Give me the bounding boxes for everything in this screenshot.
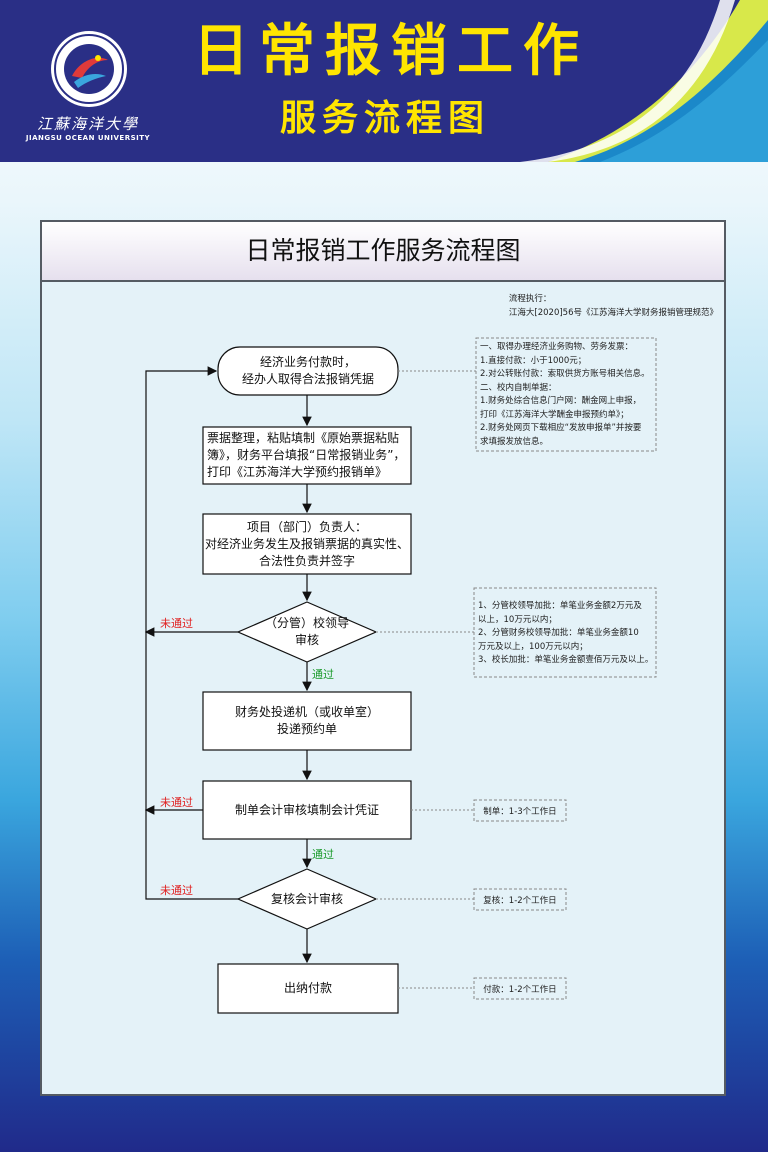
- flowchart-panel: 日常报销工作服务流程图 流程执行： 江海大[2020]56号《江苏海洋大学财务报…: [40, 220, 726, 1096]
- note-voucher-time: 制单：1-3个工作日: [483, 806, 557, 817]
- basis-label: 流程执行：: [508, 294, 552, 304]
- note-payment-time: 付款：1-2个工作日: [483, 984, 557, 995]
- step2-text: 票据整理，粘贴填制《原始票据粘贴簿》，财务平台填报“日常报销业务”，打印《江苏海…: [207, 431, 406, 479]
- fail-label-d2: 未通过: [160, 884, 193, 897]
- step4-text: 财务处投递机（或收单室） 投递预约单: [234, 705, 379, 736]
- flow-lines: [144, 337, 657, 1014]
- panel-title: 日常报销工作服务流程图: [245, 236, 521, 265]
- note-connectors: [376, 370, 476, 989]
- note-approval-limits: 1、分管校领导加批：单笔业务金额2万元及 以上，10万元以内； 2、分管财务校领…: [478, 601, 654, 665]
- fail-label-step5: 未通过: [160, 796, 193, 809]
- step3-text: 项目（部门）负责人： 对经济业务发生及报销票据的真实性、 合法性负责并签字: [204, 519, 409, 568]
- connector-lines: [144, 337, 657, 1014]
- step6-box: [217, 963, 399, 1014]
- step5-text: 制单会计审核填制会计凭证: [234, 802, 379, 817]
- banner-title-line2: 服务流程图: [279, 98, 490, 139]
- panel-header: 日常报销工作服务流程图: [42, 222, 724, 282]
- basis-document: 江海大[2020]56号《江苏海洋大学财务报销管理规范》: [508, 308, 718, 318]
- banner-swoosh: [520, 0, 768, 162]
- note-invoice-rules: 一、取得办理经济业务购物、劳务发票： 1.直接付款：小于1000元； 2.对公转…: [480, 342, 650, 447]
- university-logo: [51, 31, 127, 107]
- banner-title-line1: 日常报销工作: [193, 19, 589, 84]
- university-name-cn: 江蘇海洋大學: [36, 115, 139, 133]
- decision1-text: （分管）校领导 审核: [264, 616, 349, 647]
- note-boxes: [473, 337, 657, 1000]
- pass-label-d1: 通过: [312, 668, 334, 681]
- pass-label-step5: 通过: [312, 848, 334, 861]
- university-name-en: JIANGSU OCEAN UNIVERSITY: [25, 134, 151, 142]
- step4-box: [202, 691, 412, 751]
- header-banner: 江蘇海洋大學 JIANGSU OCEAN UNIVERSITY 日常报销工作 服…: [0, 0, 768, 162]
- step1-text: 经济业务付款时， 经办人取得合法报销凭据: [241, 355, 374, 386]
- fail-label-d1: 未通过: [160, 617, 193, 630]
- step6-text: 出纳付款: [283, 981, 332, 995]
- basis-block: 流程执行： 江海大[2020]56号《江苏海洋大学财务报销管理规范》: [509, 292, 718, 320]
- decision2-text: 复核会计审核: [270, 891, 343, 906]
- return-line: [145, 366, 238, 900]
- note-review-time: 复核：1-2个工作日: [483, 895, 557, 906]
